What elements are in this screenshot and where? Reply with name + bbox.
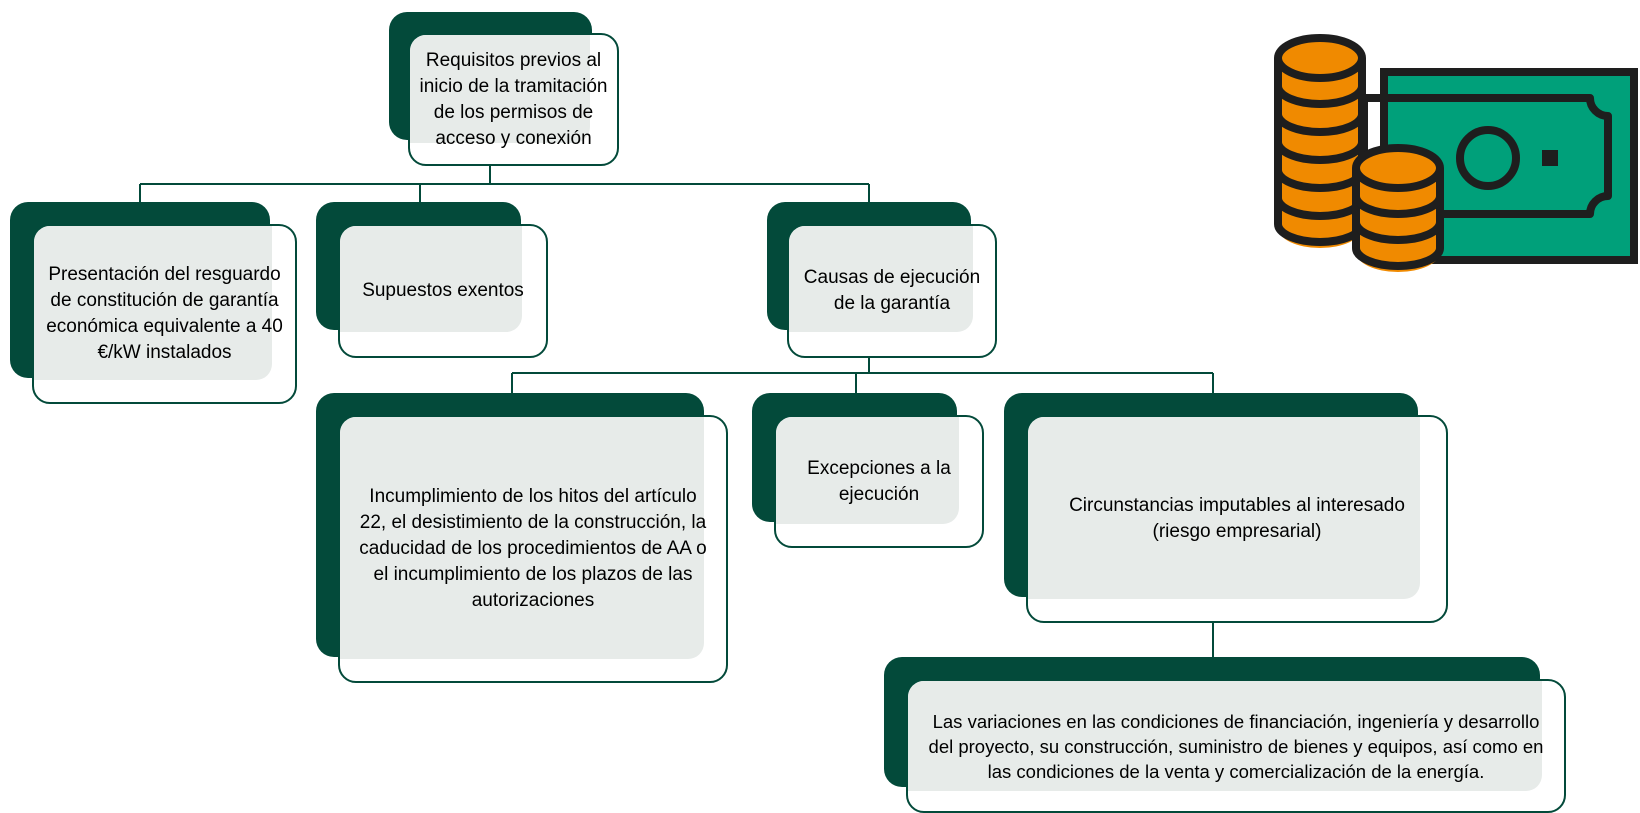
node-incumplimiento-text: Incumplimiento de los hitos del artículo… [359, 486, 707, 611]
coin-stack-front-icon [1352, 144, 1444, 272]
money-coins-icon [1274, 34, 1638, 272]
coin-stack-back-icon [1274, 34, 1366, 248]
node-root: Requisitos previos al inicio de la trami… [389, 12, 619, 166]
node-circunstancias: Circunstancias imputables al interesado … [1004, 393, 1448, 623]
node-excepciones-text: Excepciones a la ejecución [807, 457, 951, 505]
node-causas: Causas de ejecución de la garantía [767, 202, 997, 358]
node-supuestos: Supuestos exentos [316, 202, 548, 358]
node-incumplimiento: Incumplimiento de los hitos del artículo… [316, 393, 728, 683]
node-causas-text: Causas de ejecución de la garantía [803, 267, 981, 314]
node-supuestos-text: Supuestos exentos [362, 280, 524, 301]
node-variaciones: Las variaciones en las condiciones de fi… [884, 657, 1566, 813]
node-excepciones: Excepciones a la ejecución [752, 393, 984, 548]
node-variaciones-text: Las variaciones en las condiciones de fi… [928, 710, 1544, 782]
node-circunstancias-text: Circunstancias imputables al interesado … [1069, 495, 1405, 542]
node-presentacion: Presentación del resguardo de constituci… [10, 202, 297, 404]
node-presentacion-text: Presentación del resguardo de constituci… [46, 264, 283, 363]
node-root-text: Requisitos previos al inicio de la trami… [419, 49, 608, 149]
